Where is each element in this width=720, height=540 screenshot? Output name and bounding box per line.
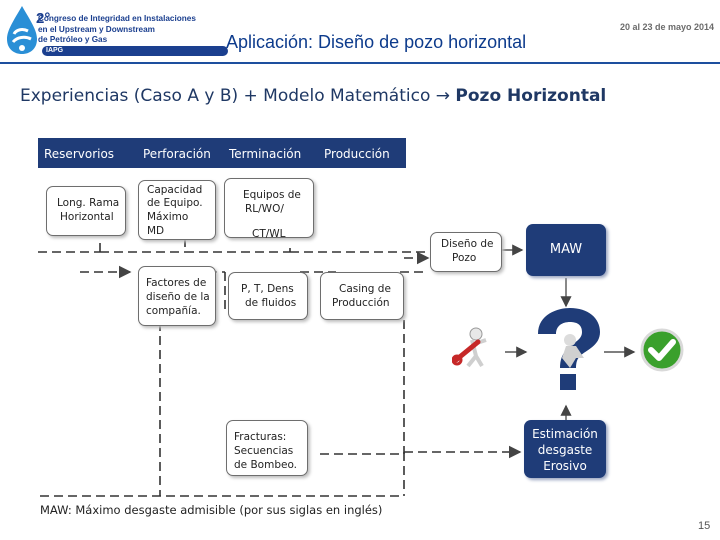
box-long-rama-line2: Horizontal xyxy=(60,211,114,223)
box-equipos: Equipos de RL/WO/ xyxy=(224,178,314,238)
box-ct-wl: CT/WL xyxy=(252,228,286,240)
box-capacidad-line4: MD xyxy=(147,225,165,237)
column-terminacion: Terminación xyxy=(229,147,302,161)
box-fracturas-line1: Fracturas: xyxy=(234,431,287,443)
congress-line-3: de Petróleo y Gas xyxy=(38,35,108,44)
box-casing-line1: Casing de xyxy=(339,283,391,295)
box-estimacion-line3: Erosivo xyxy=(543,459,587,473)
header-divider xyxy=(0,62,720,64)
box-fracturas-line3: de Bombeo. xyxy=(234,459,298,471)
box-estimacion-line1: Estimación xyxy=(532,427,598,441)
box-maw: MAW xyxy=(526,224,606,276)
congress-line-1: Congreso de Integridad en Instalaciones xyxy=(38,14,196,23)
congress-line-2: en el Upstream y Downstream xyxy=(38,24,155,34)
wrench-figure-icon xyxy=(452,327,487,368)
footnote: MAW: Máximo desgaste admisible (por sus … xyxy=(40,503,383,517)
question-mark-figure-icon xyxy=(538,308,600,390)
box-factores-line3: compañía. xyxy=(146,305,201,317)
arrow-right-icon: → xyxy=(435,86,450,106)
box-estimacion: Estimación desgaste Erosivo xyxy=(524,420,606,478)
box-estimacion-line2: desgaste xyxy=(537,443,593,457)
box-maw-label: MAW xyxy=(549,242,583,257)
column-produccion: Producción xyxy=(324,147,390,161)
page-number: 15 xyxy=(698,520,711,532)
box-ptdens: P, T, Dens de fluidos xyxy=(228,272,308,320)
box-factores: Factores de diseño de la compañía. xyxy=(138,266,216,326)
column-reservorios: Reservorios xyxy=(44,147,115,161)
column-header-bar xyxy=(38,138,406,168)
box-long-rama-line1: Long. Rama xyxy=(57,197,120,209)
box-ptdens-line2: de fluidos xyxy=(245,297,297,309)
subtitle-emphasis: Pozo Horizontal xyxy=(455,86,607,106)
box-diseno-pozo-line1: Diseño de xyxy=(441,238,494,250)
page-title: Aplicación: Diseño de pozo horizontal xyxy=(226,32,527,52)
box-ptdens-line1: P, T, Dens xyxy=(241,283,294,295)
box-factores-line2: diseño de la xyxy=(146,291,210,303)
box-equipos-line1: Equipos de xyxy=(243,189,301,201)
box-fracturas: Fracturas: Secuencias de Bombeo. xyxy=(226,420,308,476)
subtitle-prefix: Experiencias (Caso A y B) + Modelo Matem… xyxy=(20,86,431,106)
subtitle: Experiencias (Caso A y B) + Modelo Matem… xyxy=(20,86,606,106)
box-capacidad-line2: de Equipo. xyxy=(147,197,203,209)
box-diseno-pozo-line2: Pozo xyxy=(452,252,477,264)
box-capacidad: Capacidad de Equipo. Máximo MD xyxy=(138,180,216,240)
box-capacidad-line1: Capacidad xyxy=(147,184,203,196)
box-diseno-pozo: Diseño de Pozo xyxy=(430,232,502,272)
green-check-icon xyxy=(640,328,684,372)
congress-name: Congreso de Integridad en Instalaciones … xyxy=(38,14,228,56)
box-capacidad-line3: Máximo xyxy=(147,211,189,223)
box-long-rama: Long. Rama Horizontal xyxy=(46,186,126,236)
congress-number: 2° xyxy=(36,10,51,27)
box-factores-line1: Factores de xyxy=(146,277,207,289)
water-drop-logo-icon xyxy=(7,6,37,54)
box-equipos-line2: RL/WO/ xyxy=(245,203,284,215)
box-casing: Casing de Producción xyxy=(320,272,404,320)
org-badge: IAPG xyxy=(42,45,228,56)
box-fracturas-line2: Secuencias xyxy=(234,445,294,457)
column-perforacion: Perforación xyxy=(143,147,211,161)
box-casing-line2: Producción xyxy=(332,297,390,309)
event-dates: 20 al 23 de mayo 2014 xyxy=(620,22,715,32)
